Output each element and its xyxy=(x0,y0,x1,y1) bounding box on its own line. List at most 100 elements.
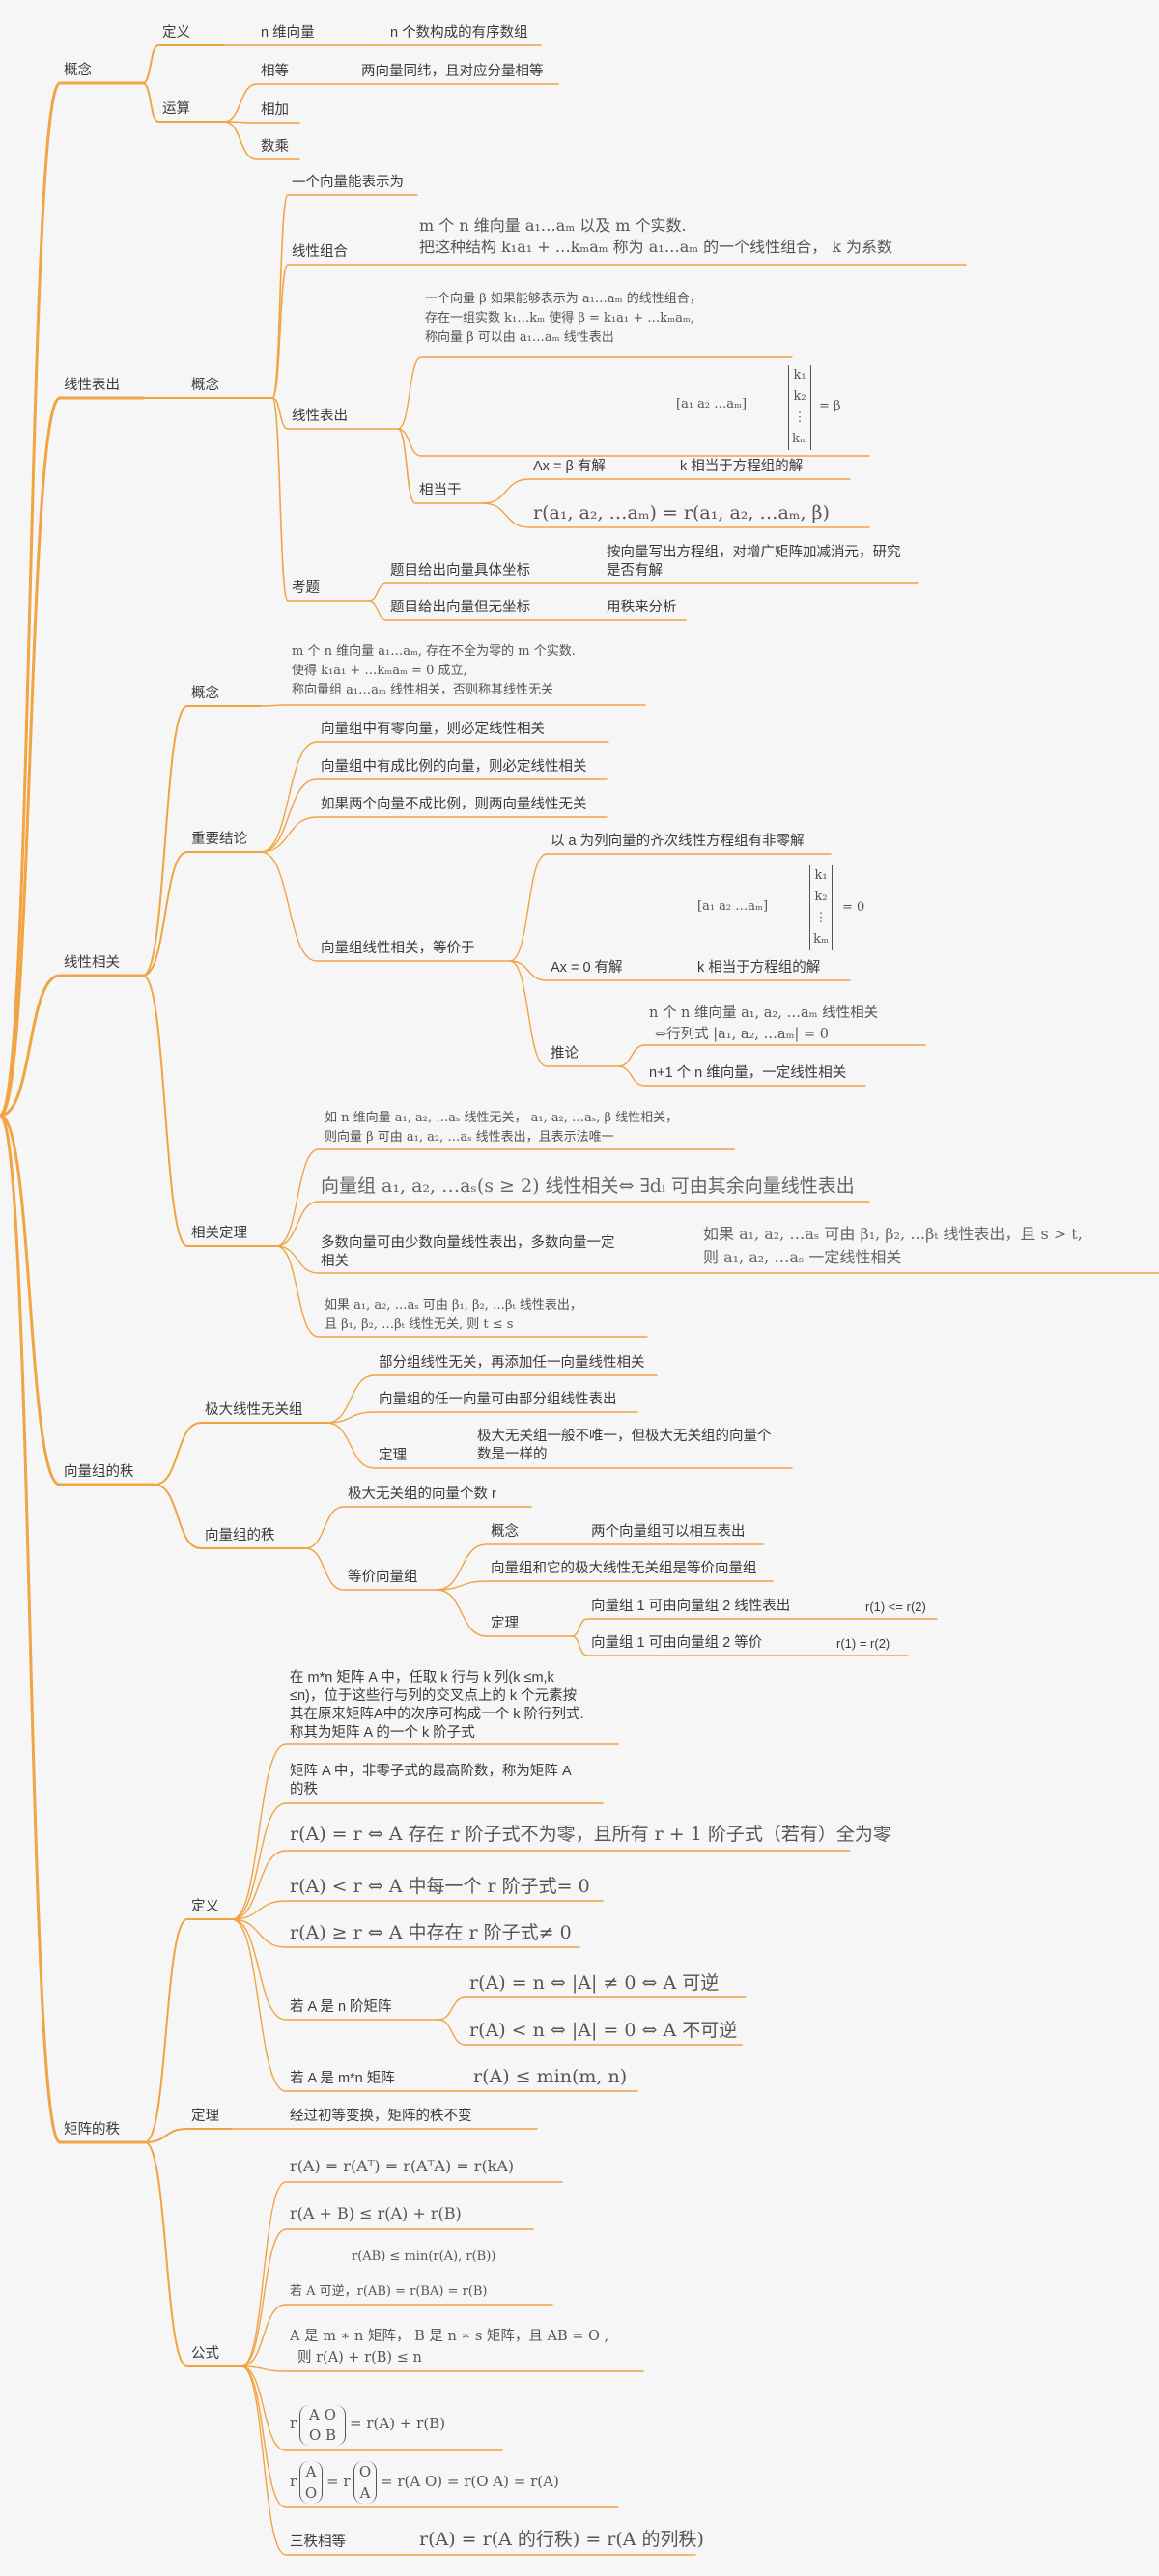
node-vr-rank-eq-t[interactable]: 定理 xyxy=(491,1616,519,1631)
node-ld-thm[interactable]: 相关定理 xyxy=(191,1226,247,1241)
node-vr-rank-eq-c-desc[interactable]: 两个向量组可以相互表出 xyxy=(591,1524,746,1540)
mr-def-1-line2: ≤n)，位于这些行与列的交叉点上的 k 个元素按 xyxy=(290,1688,578,1704)
node-vr-max-3-desc[interactable]: 极大无关组一般不唯一，但极大无关组的向量个 数是一样的 xyxy=(477,1428,772,1464)
connector xyxy=(231,1743,619,1920)
node-mr-form-1[interactable]: r(A) = r(Aᵀ) = r(AᵀA) = r(kA) xyxy=(290,2157,515,2175)
mr-def-1-line1: 在 m*n 矩阵 A 中，任取 k 行与 k 列(k ≤m,k xyxy=(290,1670,554,1685)
node-linear-rep[interactable]: 线性表出 xyxy=(64,378,120,393)
connector xyxy=(0,1114,156,1486)
node-def[interactable]: 定义 xyxy=(162,25,190,41)
node-vr-max-2[interactable]: 向量组的任一向量可由部分组线性表出 xyxy=(379,1392,617,1407)
node-ld-key-1[interactable]: 向量组中有零向量，则必定线性相关 xyxy=(321,722,545,737)
node-ld-concept[interactable]: 概念 xyxy=(191,686,219,701)
node-lr-exam-1-desc[interactable]: 按向量写出方程组，对增广矩阵加减消元，研究 是否有解 xyxy=(607,544,901,580)
node-mr-def-5[interactable]: r(A) ≥ r ⇔ A 中存在 r 阶子式≠ 0 xyxy=(290,1922,572,1943)
node-ld-key-4-c-2[interactable]: n+1 个 n 维向量，一定线性相关 xyxy=(649,1065,847,1081)
node-lr-exam-2[interactable]: 题目给出向量但无坐标 xyxy=(390,600,530,615)
node-lr-concept[interactable]: 概念 xyxy=(191,378,219,393)
node-lr-exam-1[interactable]: 题目给出向量具体坐标 xyxy=(390,563,530,579)
node-mr-def-6-b[interactable]: r(A) < n ⇔ |A| = 0 ⇔ A 不可逆 xyxy=(469,2020,738,2041)
node-ld-thm-2[interactable]: 向量组 a₁, a₂, …aₛ(s ≥ 2) 线性相关⇔ ∃dᵢ 可由其余向量线… xyxy=(321,1175,855,1197)
node-mr-def-1[interactable]: 在 m*n 矩阵 A 中，任取 k 行与 k 列(k ≤m,k ≤n)，位于这些… xyxy=(290,1669,584,1742)
ld-thm-1-line1: 如 n 维向量 a₁, a₂, …aₛ 线性无关， a₁, a₂, …aₛ, β… xyxy=(325,1111,679,1125)
node-mr-def-2[interactable]: 矩阵 A 中，非零子式的最高阶数，称为矩阵 A 的秩 xyxy=(290,1763,572,1799)
node-vr-rank-eq-2[interactable]: 向量组和它的极大线性无关组是等价向量组 xyxy=(491,1561,757,1576)
node-ld-thm-3-desc[interactable]: 如果 a₁, a₂, …aₛ 可由 β₁, β₂, …βₜ 线性表出，且 s >… xyxy=(703,1223,1083,1269)
node-lr-comb-def[interactable]: m 个 n 维向量 a₁…aₘ 以及 m 个实数. 把这种结构 k₁a₁ + …… xyxy=(419,215,892,258)
node-ops-eq[interactable]: 相等 xyxy=(261,64,289,79)
node-ld-key[interactable]: 重要结论 xyxy=(191,832,247,847)
node-ld-key-4-c-1[interactable]: n 个 n 维向量 a₁, a₂, …aₘ 线性相关 ⇔行列式 |a₁, a₂,… xyxy=(649,1003,878,1045)
node-vector-rank[interactable]: 向量组的秩 xyxy=(64,1464,134,1480)
node-vr-max[interactable]: 极大线性无关组 xyxy=(205,1402,303,1418)
ld-concept-line3: 称向量组 a₁…aₘ 线性相关，否则称其线性无关 xyxy=(292,683,553,697)
node-mr-form-4[interactable]: A 是 m ∗ n 矩阵， B 是 n ∗ s 矩阵，且 AB = O , 则 … xyxy=(290,2326,608,2368)
node-mr-def-6[interactable]: 若 A 是 n 阶矩阵 xyxy=(290,1999,392,2015)
node-mr-def-7-a[interactable]: r(A) ≤ min(m, n) xyxy=(473,2066,628,2087)
node-ld-thm-1[interactable]: 如 n 维向量 a₁, a₂, …aₛ 线性无关， a₁, a₂, …aₛ, β… xyxy=(325,1109,678,1147)
node-lr-equiv-a-desc[interactable]: k 相当于方程组的解 xyxy=(680,459,804,474)
mr-form-5-row2: O B xyxy=(308,2426,337,2444)
node-ld-concept-def[interactable]: m 个 n 维向量 a₁…aₘ, 存在不全为零的 m 个实数. 使得 k₁a₁ … xyxy=(292,642,576,700)
node-mr-form-3a[interactable]: r(AB) ≤ min(r(A), r(B)) xyxy=(352,2250,496,2264)
node-lr-equiv-a[interactable]: Ax = β 有解 xyxy=(533,459,606,474)
node-ld-thm-3[interactable]: 多数向量可由少数向量线性表出，多数向量一定 相关 xyxy=(321,1234,615,1271)
node-ld-thm-4[interactable]: 如果 a₁, a₂, …aₛ 可由 β₁, β₂, …βₜ 线性表出， 且 β₁… xyxy=(325,1296,582,1335)
node-vr-rank-eq-t-2[interactable]: 向量组 1 可由向量组 2 等价 xyxy=(591,1635,763,1651)
node-ops-mul[interactable]: 数乘 xyxy=(261,139,289,155)
node-lr-exam[interactable]: 考题 xyxy=(292,580,320,596)
node-mr-form-7[interactable]: 三秩相等 xyxy=(290,2534,346,2550)
node-vr-rank-eq-c[interactable]: 概念 xyxy=(491,1524,519,1540)
node-mr-def-7[interactable]: 若 A 是 m*n 矩阵 xyxy=(290,2071,395,2086)
node-ops-add[interactable]: 相加 xyxy=(261,102,289,118)
connector xyxy=(509,960,677,981)
node-lr-equiv-r[interactable]: r(a₁, a₂, …aₘ) = r(a₁, a₂, …aₘ, β) xyxy=(533,502,830,524)
node-lr-exam-2-desc[interactable]: 用秩来分析 xyxy=(607,600,677,615)
node-mr-def-6-a[interactable]: r(A) = n ⇔ |A| ≠ 0 ⇔ A 可逆 xyxy=(469,1972,720,1994)
connector xyxy=(223,121,300,160)
node-vr-rank-1[interactable]: 极大无关组的向量个数 r xyxy=(348,1486,496,1502)
connector xyxy=(325,1411,638,1424)
node-mr-thm[interactable]: 定理 xyxy=(191,2109,219,2124)
node-vr-max-3[interactable]: 定理 xyxy=(379,1448,407,1463)
node-vr-max-1[interactable]: 部分组线性无关，再添加任一向量线性相关 xyxy=(379,1355,645,1371)
node-mr-form[interactable]: 公式 xyxy=(191,2346,219,2362)
node-ld-key-4-a[interactable]: 以 a 为列向量的齐次线性方程组有非零解 xyxy=(551,834,805,849)
node-matrix-rank[interactable]: 矩阵的秩 xyxy=(64,2122,120,2137)
node-mr-def[interactable]: 定义 xyxy=(191,1899,219,1914)
node-concept[interactable]: 概念 xyxy=(64,63,92,78)
ld-matrix-eq: = 0 xyxy=(842,900,865,915)
connector xyxy=(0,974,145,1118)
node-ld-key-3[interactable]: 如果两个向量不成比例，则两向量线性无关 xyxy=(321,797,587,812)
node-lr-equiv[interactable]: 相当于 xyxy=(419,483,462,498)
connector xyxy=(231,1900,604,1920)
node-lr-rep[interactable]: 线性表出 xyxy=(292,409,348,424)
node-lr-one[interactable]: 一个向量能表示为 xyxy=(292,175,404,190)
node-ops-eq-desc[interactable]: 两向量同纬，且对应分量相等 xyxy=(361,64,544,79)
node-mr-thm-1[interactable]: 经过初等变换，矩阵的秩不变 xyxy=(290,2109,472,2124)
node-ops[interactable]: 运算 xyxy=(162,101,190,117)
node-ld-key-4-b-desc[interactable]: k 相当于方程组的解 xyxy=(697,960,821,976)
node-ld-key-4[interactable]: 向量组线性相关，等价于 xyxy=(321,941,475,956)
node-ld-key-2[interactable]: 向量组中有成比例的向量，则必定线性相关 xyxy=(321,759,587,775)
node-lr-comb[interactable]: 线性组合 xyxy=(292,244,348,260)
lr-rep-line1: 一个向量 β 如果能够表示为 a₁…aₘ 的线性组合， xyxy=(425,292,702,306)
ld-thm-1-line2: 则向量 β 可由 a₁, a₂, …aₛ 线性表出，且表示法唯一 xyxy=(325,1130,614,1145)
node-lr-rep-def[interactable]: 一个向量 β 如果能够表示为 a₁…aₘ 的线性组合， 存在一组实数 k₁…kₘ… xyxy=(425,290,702,348)
node-vr-rank-eq-t-1-r[interactable]: r(1) <= r(2) xyxy=(865,1599,926,1614)
node-ld-key-4-c[interactable]: 推论 xyxy=(551,1046,579,1062)
node-mr-form-7-desc[interactable]: r(A) = r(A 的行秩) = r(A 的列秩) xyxy=(419,2529,704,2550)
node-mr-def-3[interactable]: r(A) = r ⇔ A 存在 r 阶子式不为零，且所有 r + 1 阶子式（若… xyxy=(290,1824,891,1845)
node-nvec-desc[interactable]: n 个数构成的有序数组 xyxy=(390,25,528,41)
node-ld-key-4-b[interactable]: Ax = 0 有解 xyxy=(551,960,623,976)
node-mr-form-2[interactable]: r(A + B) ≤ r(A) + r(B) xyxy=(290,2204,462,2222)
connector xyxy=(482,502,870,528)
node-mr-def-4[interactable]: r(A) < r ⇔ A 中每一个 r 阶子式= 0 xyxy=(290,1876,590,1897)
node-vr-rank-eq-t-1[interactable]: 向量组 1 可由向量组 2 线性表出 xyxy=(591,1599,791,1614)
node-mr-form-3b[interactable]: 若 A 可逆，r(AB) = r(BA) = r(B) xyxy=(290,2284,488,2299)
node-linear-dep[interactable]: 线性相关 xyxy=(64,955,120,971)
node-vr-rank-eq[interactable]: 等价向量组 xyxy=(348,1570,418,1585)
node-vr-rank[interactable]: 向量组的秩 xyxy=(205,1528,275,1543)
node-nvec[interactable]: n 维向量 xyxy=(261,25,315,41)
node-vr-rank-eq-t-2-r[interactable]: r(1) = r(2) xyxy=(836,1636,890,1651)
